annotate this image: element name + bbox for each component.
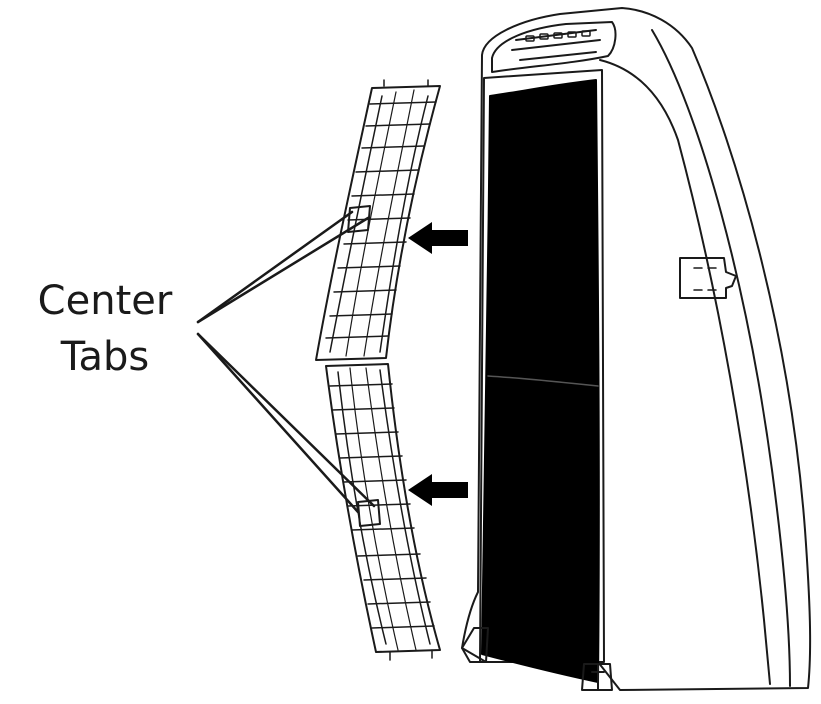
control-panel bbox=[491, 21, 617, 73]
center-tab-bottom bbox=[357, 499, 381, 527]
prefilter-top-panel bbox=[315, 79, 441, 361]
leader-line-3 bbox=[196, 332, 360, 514]
unit-base-left bbox=[461, 627, 489, 663]
prefilter-bottom-inner-left bbox=[337, 371, 387, 645]
callout-leaders bbox=[196, 210, 376, 514]
leader-line-2 bbox=[196, 216, 370, 324]
unit-housing bbox=[461, 7, 812, 691]
leader-line-4 bbox=[196, 332, 376, 508]
callout-label-line1: Center bbox=[37, 278, 173, 324]
unit-housing-inner-edge bbox=[599, 59, 771, 685]
center-tab-top bbox=[347, 205, 371, 233]
prefilter-bottom-inner-right bbox=[379, 369, 431, 645]
unit-base-right-detail bbox=[591, 663, 605, 691]
air-purifier-unit bbox=[461, 7, 812, 691]
left-arrow-icon bbox=[408, 222, 468, 254]
prefilter-top-outline bbox=[315, 85, 441, 361]
prefilter-bottom-panel bbox=[325, 363, 441, 661]
callout-label-line2: Tabs bbox=[60, 334, 150, 380]
unit-base-right bbox=[581, 663, 613, 691]
control-panel-inner bbox=[511, 29, 601, 61]
left-arrow-icon bbox=[408, 474, 468, 506]
prefilter-top-ribs bbox=[325, 101, 437, 339]
unit-side-contour bbox=[651, 29, 791, 687]
prefilter-bottom-clips bbox=[389, 649, 433, 661]
prefilter-bottom-mullions bbox=[349, 367, 417, 651]
prefilter-top-inner-right bbox=[379, 95, 429, 353]
front-frame bbox=[479, 69, 605, 663]
leader-line-1 bbox=[196, 210, 354, 324]
direction-arrows bbox=[408, 222, 468, 506]
prefilter-top-clips bbox=[383, 79, 429, 87]
filter-seam bbox=[487, 375, 599, 387]
side-latch bbox=[679, 257, 737, 299]
control-buttons bbox=[525, 30, 591, 42]
prefilter-bottom-outline bbox=[325, 363, 441, 653]
